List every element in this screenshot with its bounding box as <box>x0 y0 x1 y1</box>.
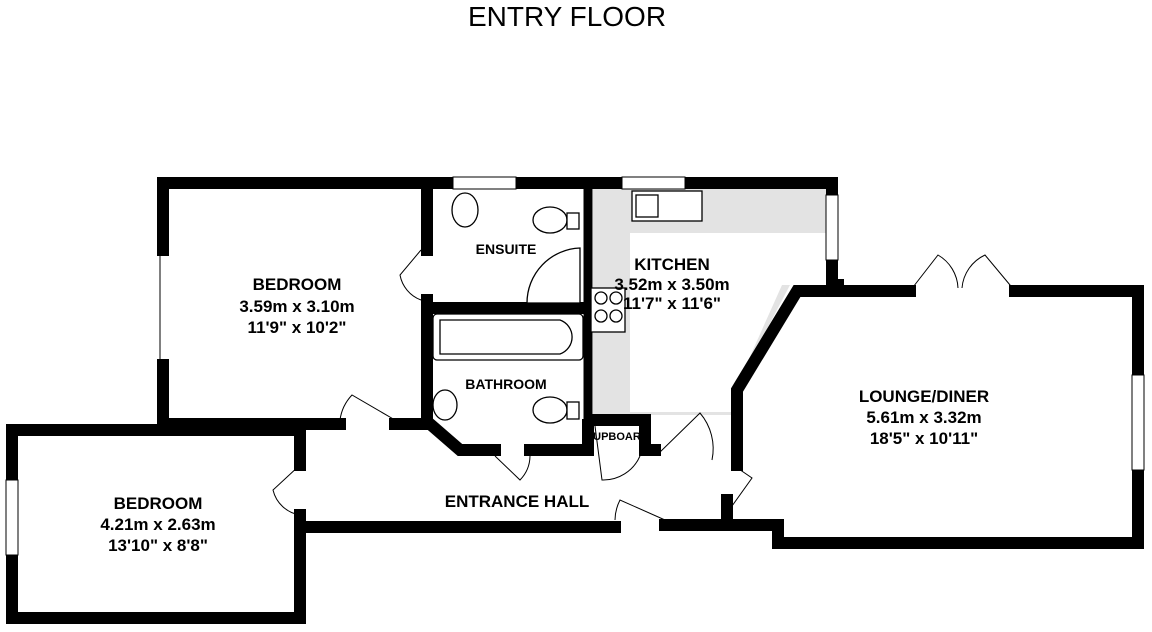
bathroom-label: BATHROOM <box>465 376 546 392</box>
door <box>494 455 531 481</box>
window <box>452 176 517 190</box>
walls <box>6 177 1144 624</box>
door <box>594 425 641 481</box>
door <box>399 249 422 301</box>
room-metric: 3.52m x 3.50m <box>614 275 729 294</box>
door <box>721 464 753 521</box>
window <box>621 176 686 190</box>
ensuite-toilet <box>532 206 568 234</box>
room-imperial: 18'5" x 10'11" <box>870 429 978 448</box>
front-door <box>614 499 666 521</box>
room-name: KITCHEN <box>634 255 710 274</box>
room-metric: 4.21m x 2.63m <box>100 515 215 534</box>
door <box>656 412 714 461</box>
fixtures <box>432 190 703 424</box>
cupboard-label: UPBOAR <box>593 431 641 443</box>
room-imperial: 11'7" x 11'6" <box>623 294 721 313</box>
room-imperial: 13'10" x 8'8" <box>108 536 208 555</box>
floor-title: ENTRY FLOOR <box>468 1 666 32</box>
hob <box>590 287 626 333</box>
windows <box>5 176 1145 556</box>
bedroom1-label: BEDROOM 3.59m x 3.10m 11'9" x 10'2" <box>239 275 354 337</box>
bathroom-basin <box>432 389 458 421</box>
window <box>825 194 839 261</box>
door <box>272 464 301 516</box>
room-metric: 5.61m x 3.32m <box>866 408 981 427</box>
window <box>5 479 19 556</box>
doors <box>272 249 1016 521</box>
kitchen-label: KITCHEN 3.52m x 3.50m 11'7" x 11'6" <box>614 255 729 313</box>
lounge-label: LOUNGE/DINER 5.61m x 3.32m 18'5" x 10'11… <box>859 387 989 448</box>
french-doors <box>909 254 1016 292</box>
room-metric: 3.59m x 3.10m <box>239 297 354 316</box>
bathroom-toilet <box>532 396 568 424</box>
entrance-hall-label: ENTRANCE HALL <box>445 492 590 511</box>
ensuite-basin <box>451 192 479 228</box>
shower <box>526 247 581 304</box>
door <box>339 394 396 421</box>
room-name: BEDROOM <box>253 275 342 294</box>
ensuite-label: ENSUITE <box>476 241 537 257</box>
room-name: BEDROOM <box>114 494 203 513</box>
room-name: LOUNGE/DINER <box>859 387 989 406</box>
bedroom2-label: BEDROOM 4.21m x 2.63m 13'10" x 8'8" <box>100 494 215 555</box>
room-imperial: 11'9" x 10'2" <box>248 318 347 337</box>
window <box>1131 374 1145 471</box>
